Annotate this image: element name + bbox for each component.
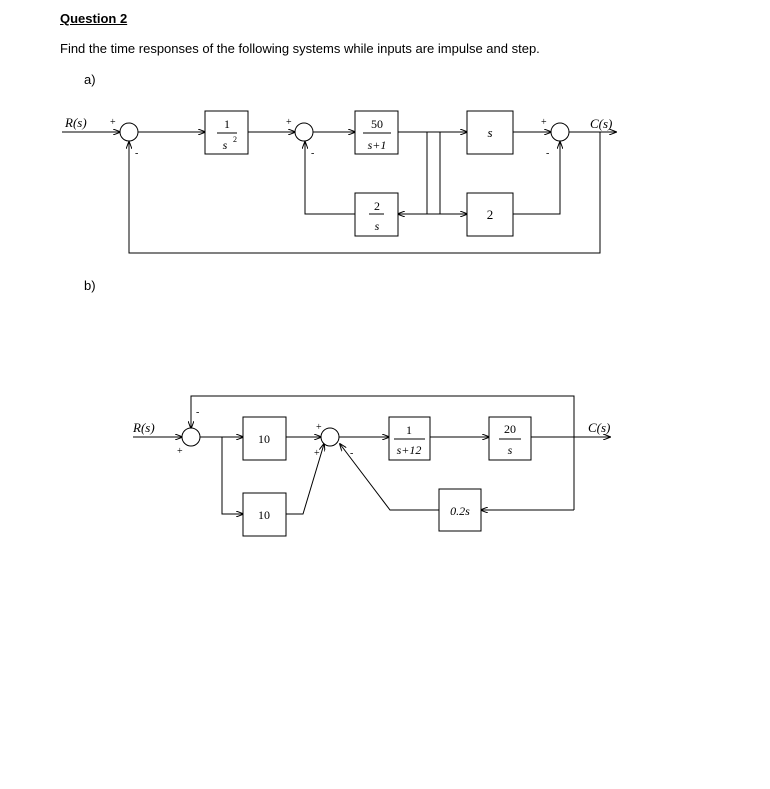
a-summing-junction-2 [294,122,314,142]
a-j2-plus-sign: + [286,117,292,128]
b-line-branch-g2 [221,437,243,514]
b-j1-plus-sign: + [177,446,183,457]
a-j3-minus-sign: - [546,148,549,159]
b-g2-label: 10 [258,508,270,522]
b-j1-minus-sign: - [196,407,199,418]
a-input-label: R(s) [64,115,87,130]
a-j1-minus-sign: - [135,148,138,159]
a-j3-plus-sign: + [541,117,547,128]
b-j2-plus-top-sign: + [316,422,322,433]
b-summing-junction-2 [320,427,340,447]
part-a-label: a) [84,72,96,87]
a-g2-denominator: s+1 [368,138,387,152]
a-summing-junction-1 [119,122,139,142]
b-line-g5-j2 [340,444,439,511]
a-g1-numerator: 1 [224,117,230,131]
a-block-g4 [466,110,514,155]
a-summing-junction-3 [550,122,570,142]
a-g1-denominator: s [223,138,228,152]
a-line-branch-g5 [426,132,467,214]
diagram-b [133,395,610,537]
a-g1-exponent: 2 [233,135,237,144]
b-j2-minus-sign: - [350,448,353,459]
a-j2-minus-sign: - [311,148,314,159]
a-line-branch-g3 [398,132,441,214]
b-g4-numerator: 20 [504,422,516,436]
a-output-label: C(s) [590,116,612,131]
b-j2-plus-bottom-sign: + [314,448,320,459]
a-g3-denominator: s [375,219,380,233]
b-g3-numerator: 1 [406,423,412,437]
b-block-g5 [438,488,482,532]
b-g5-label: 0.2s [450,504,470,518]
b-g1-label: 10 [258,432,270,446]
question-prompt: Find the time responses of the following… [60,41,540,56]
question-title: Question 2 [60,11,128,26]
part-b-label: b) [84,278,96,293]
b-g4-denominator: s [508,443,513,457]
b-line-outer-feedback [191,395,575,437]
b-line-g2-j2 [286,444,324,515]
a-line-g5-j3 [513,142,560,215]
a-g4-label: s [487,125,492,140]
b-block-g2 [242,492,287,537]
a-g3-numerator: 2 [374,199,380,213]
a-j1-plus-sign: + [110,117,116,128]
a-block-g5 [466,192,514,237]
b-output-label: C(s) [588,420,610,435]
diagram-a [62,110,616,254]
b-block-g1 [242,416,287,461]
b-input-label: R(s) [132,420,155,435]
b-g3-denominator: s+12 [397,443,422,457]
a-line-outer-feedback [129,132,601,254]
a-line-g3-j2 [305,142,355,215]
a-g2-numerator: 50 [371,117,383,131]
b-summing-junction-1 [181,427,201,447]
a-g5-label: 2 [487,207,494,222]
